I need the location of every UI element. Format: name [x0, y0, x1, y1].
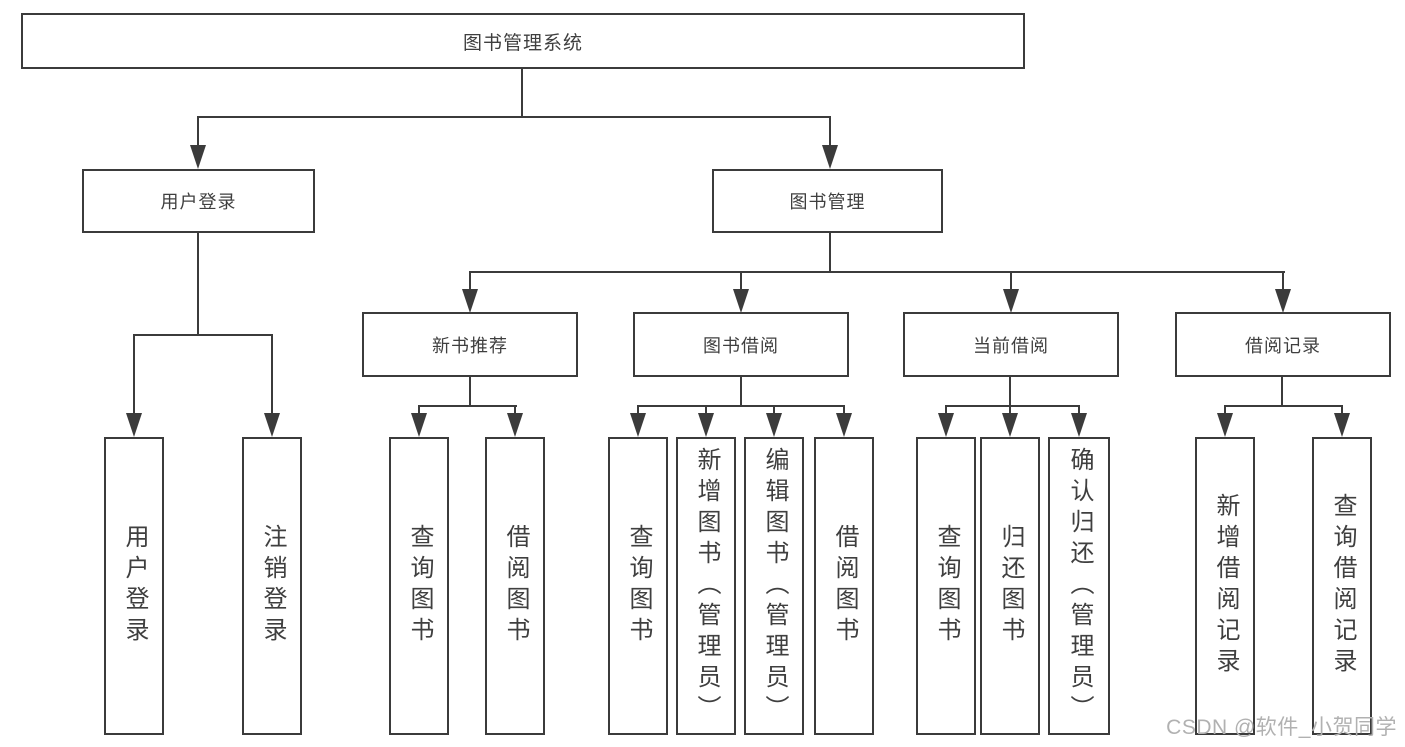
- leaf-borrow-borrow-books-label: 借阅图书: [831, 524, 858, 648]
- connector-book-management-stem: [829, 232, 831, 273]
- leaf-current-query-books-label: 查询图书: [933, 524, 960, 648]
- connector-leaf-drop: [514, 405, 516, 419]
- node-new-book-recommend-label: 新书推荐: [432, 335, 508, 356]
- arrowhead-down-icon: [1217, 413, 1233, 437]
- csdn-watermark: CSDN @软件_小贺同学: [1166, 716, 1397, 739]
- arrowhead-down-icon: [733, 289, 749, 313]
- leaf-newbook-query-books-label: 查询图书: [406, 524, 433, 648]
- node-library-system: 图书管理系统: [21, 13, 1025, 69]
- node-book-borrowing: 图书借阅: [633, 312, 849, 377]
- arrowhead-down-icon: [1071, 413, 1087, 437]
- leaf-borrow-edit-books-admin: 编辑图书（管理员）: [744, 437, 804, 735]
- leaf-current-return-books: 归还图书: [980, 437, 1040, 735]
- connector-leaf-drop: [271, 334, 273, 416]
- connector-new-book-split: [418, 405, 517, 407]
- arrowhead-down-icon: [766, 413, 782, 437]
- connector-leaf-drop: [1224, 405, 1226, 419]
- arrowhead-down-icon: [1334, 413, 1350, 437]
- arrowhead-down-icon: [1275, 289, 1291, 313]
- leaf-current-return-books-label: 归还图书: [997, 524, 1024, 648]
- arrowhead-down-icon: [698, 413, 714, 437]
- leaf-borrow-add-books-admin-label: 新增图书（管理员）: [693, 446, 720, 726]
- connector-leaf-drop: [1341, 405, 1343, 419]
- node-library-system-label: 图书管理系统: [462, 32, 583, 54]
- connector-leaf-drop: [705, 405, 707, 419]
- leaf-records-add-record-label: 新增借阅记录: [1212, 493, 1239, 679]
- node-user-login: 用户登录: [82, 169, 315, 233]
- connector-leaf-drop: [133, 334, 135, 416]
- leaf-borrow-query-books: 查询图书: [608, 437, 668, 735]
- connector-leaf-drop: [1078, 405, 1080, 419]
- leaf-logout-label: 注销登录: [259, 524, 286, 648]
- leaf-borrow-add-books-admin: 新增图书（管理员）: [676, 437, 736, 735]
- arrowhead-down-icon: [1002, 413, 1018, 437]
- leaf-borrow-edit-books-admin-label: 编辑图书（管理员）: [761, 446, 788, 726]
- connector-root-stem: [521, 68, 523, 118]
- connector-current-borrowing-split: [945, 405, 1080, 407]
- arrowhead-down-icon: [1003, 289, 1019, 313]
- connector-leaf-drop: [945, 405, 947, 419]
- leaf-newbook-borrow-books: 借阅图书: [485, 437, 545, 735]
- arrowhead-down-icon: [190, 145, 206, 169]
- node-current-borrowing: 当前借阅: [903, 312, 1119, 377]
- leaf-user-login-label: 用户登录: [121, 524, 148, 648]
- node-book-borrowing-label: 图书借阅: [703, 335, 779, 356]
- node-book-management: 图书管理: [712, 169, 943, 233]
- leaf-newbook-query-books: 查询图书: [389, 437, 449, 735]
- connector-book-borrowing-stem: [740, 376, 742, 407]
- connector-leaf-drop: [418, 405, 420, 419]
- arrowhead-down-icon: [836, 413, 852, 437]
- node-user-login-label: 用户登录: [160, 192, 237, 212]
- connector-leaf-drop: [637, 405, 639, 419]
- arrowhead-down-icon: [126, 413, 142, 437]
- leaf-newbook-borrow-books-label: 借阅图书: [502, 524, 529, 648]
- arrowhead-down-icon: [411, 413, 427, 437]
- arrowhead-down-icon: [938, 413, 954, 437]
- connector-current-borrowing-stem: [1009, 376, 1011, 407]
- connector-new-book-stem: [469, 376, 471, 407]
- leaf-borrow-borrow-books: 借阅图书: [814, 437, 874, 735]
- connector-user-login-drop: [197, 116, 199, 148]
- arrowhead-down-icon: [264, 413, 280, 437]
- connector-book-management-drop: [829, 116, 831, 148]
- leaf-records-query-record: 查询借阅记录: [1312, 437, 1372, 735]
- arrowhead-down-icon: [822, 145, 838, 169]
- connector-leaf-drop: [1009, 405, 1011, 419]
- connector-level3-drop: [469, 271, 471, 293]
- connector-level3-drop: [740, 271, 742, 293]
- leaf-current-confirm-return-admin-label: 确认归还（管理员）: [1066, 446, 1093, 726]
- node-current-borrowing-label: 当前借阅: [973, 335, 1049, 356]
- arrowhead-down-icon: [462, 289, 478, 313]
- leaf-logout: 注销登录: [242, 437, 302, 735]
- leaf-records-query-record-label: 查询借阅记录: [1329, 493, 1356, 679]
- node-borrowing-records-label: 借阅记录: [1245, 335, 1321, 356]
- leaf-current-query-books: 查询图书: [916, 437, 976, 735]
- connector-user-login-stem: [197, 232, 199, 336]
- connector-root-split: [197, 116, 831, 118]
- connector-user-login-split: [133, 334, 273, 336]
- leaf-borrow-query-books-label: 查询图书: [625, 524, 652, 648]
- connector-leaf-drop: [773, 405, 775, 419]
- node-new-book-recommend: 新书推荐: [362, 312, 578, 377]
- connector-borrowing-records-split: [1224, 405, 1343, 407]
- leaf-records-add-record: 新增借阅记录: [1195, 437, 1255, 735]
- connector-book-borrowing-split: [637, 405, 845, 407]
- arrowhead-down-icon: [630, 413, 646, 437]
- node-borrowing-records: 借阅记录: [1175, 312, 1391, 377]
- leaf-current-confirm-return-admin: 确认归还（管理员）: [1048, 437, 1110, 735]
- node-book-management-label: 图书管理: [789, 192, 866, 212]
- arrowhead-down-icon: [507, 413, 523, 437]
- connector-level3-drop: [1282, 271, 1284, 293]
- leaf-user-login: 用户登录: [104, 437, 164, 735]
- connector-borrowing-records-stem: [1281, 376, 1283, 407]
- connector-book-management-split: [469, 271, 1285, 273]
- connector-leaf-drop: [843, 405, 845, 419]
- connector-level3-drop: [1010, 271, 1012, 293]
